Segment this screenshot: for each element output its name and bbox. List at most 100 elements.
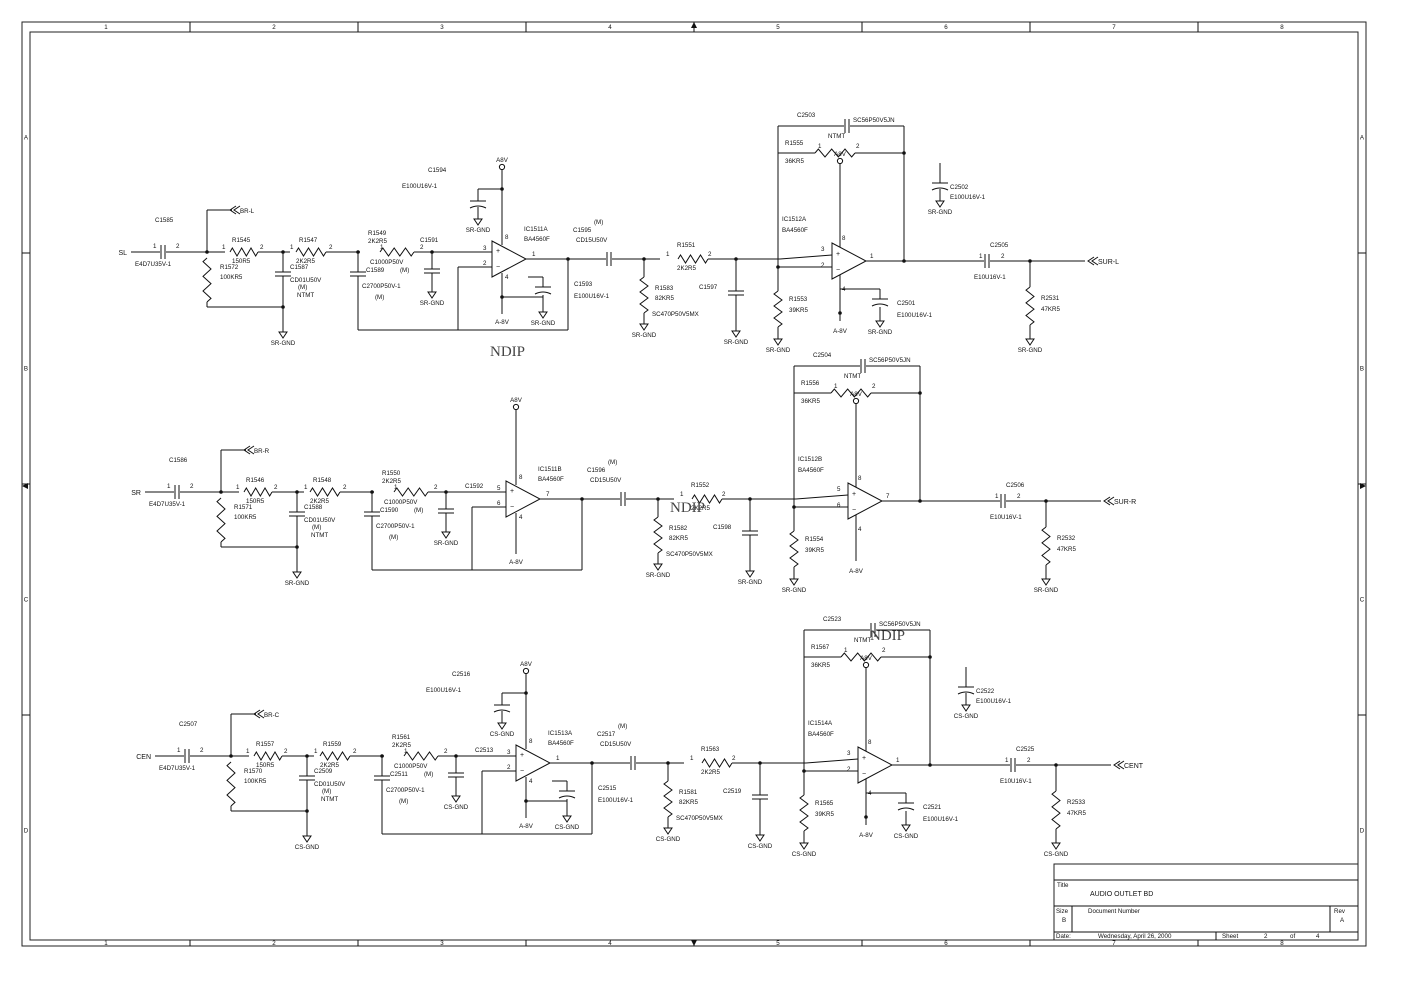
col-number: 4 <box>608 24 612 31</box>
power-net-label: A-8V <box>495 319 510 326</box>
ground-icon <box>799 842 809 850</box>
part-value: 39KR5 <box>789 307 808 314</box>
pin-sign: − <box>510 504 514 511</box>
rev-value: A <box>1340 917 1345 924</box>
power-net-label: A-8V <box>833 328 848 335</box>
wires <box>131 125 1111 843</box>
input-port-icon <box>1091 256 1099 266</box>
input-net-label: SR <box>131 490 141 497</box>
part-value: 39KR5 <box>815 811 834 818</box>
pin-number: 2 <box>420 244 424 251</box>
ref-designator: C2505 <box>990 242 1009 249</box>
ref-designator: R2532 <box>1057 535 1076 542</box>
part-value: 47KR5 <box>1057 546 1076 553</box>
pin-number: 1 <box>896 757 900 764</box>
input-port-icon <box>233 205 241 215</box>
pin-number: 6 <box>837 502 841 509</box>
ref-designator: C2523 <box>823 616 842 623</box>
ground-net-label: SR-GND <box>420 300 445 307</box>
pin-number: 4 <box>858 526 862 533</box>
ref-designator: R1572 <box>220 264 239 271</box>
pin-number: 1 <box>666 251 670 258</box>
ref-designator: C2522 <box>976 688 995 695</box>
ground-icon <box>935 200 945 208</box>
part-note: (M) <box>618 723 627 730</box>
part-value: 36KR5 <box>811 662 830 669</box>
output-resistor <box>1025 286 1035 326</box>
feedback-resistor <box>840 652 882 662</box>
part-value: BA4560F <box>798 467 824 474</box>
junction-dot <box>590 761 594 765</box>
ref-designator: C2506 <box>1006 482 1025 489</box>
part-value: 2K2R5 <box>677 265 696 272</box>
series-resistor <box>319 751 351 761</box>
pin-number: 2 <box>343 484 347 491</box>
pin-number: 1 <box>870 253 874 260</box>
pin-number: 2 <box>434 484 438 491</box>
pin-number: 2 <box>329 244 333 251</box>
pin-number: 1 <box>380 244 384 251</box>
part-note: NTMT <box>828 133 845 140</box>
part-value: BA4560F <box>538 476 564 483</box>
part-value: 2K2R5 <box>382 478 401 485</box>
ref-designator: C2502 <box>950 184 969 191</box>
col-number: 2 <box>272 24 276 31</box>
pin-number: 1 <box>177 747 181 754</box>
power-supply-icon <box>512 403 520 411</box>
part-value: 47KR5 <box>1041 306 1060 313</box>
pin-sign: + <box>520 752 524 759</box>
ground-icon <box>901 824 911 832</box>
rev-label: Rev <box>1334 908 1346 915</box>
ground-net-label: SR-GND <box>928 209 953 216</box>
ground-icon <box>1051 842 1061 850</box>
gain-resistor <box>773 290 783 328</box>
pin-number: 1 <box>304 484 308 491</box>
pin-sign: + <box>496 248 500 255</box>
part-value: C2700P50V-1 <box>376 523 415 530</box>
series-resistor <box>229 247 259 257</box>
junction-dot <box>838 311 842 315</box>
part-value: 2K2R5 <box>368 238 387 245</box>
part-value: CD15U50V <box>590 477 622 484</box>
pin-number: 4 <box>519 514 523 521</box>
pin-number: 2 <box>847 766 851 773</box>
row-letter: B <box>24 366 28 373</box>
part-value: BA4560F <box>782 227 808 234</box>
input-port-icon <box>1107 496 1115 506</box>
ground-icon <box>653 563 663 571</box>
components <box>160 119 1125 850</box>
ground-net-label: SR-GND <box>646 572 671 579</box>
power-net-label: A-8V <box>509 559 524 566</box>
pin-number: 2 <box>200 747 204 754</box>
part-value: 100KR5 <box>234 514 257 521</box>
ref-designator: IC1511B <box>538 466 562 473</box>
ref-designator: C1595 <box>573 227 592 234</box>
ground-net-label: CS-GND <box>555 824 580 831</box>
pin-number: 2 <box>274 484 278 491</box>
col-number: 3 <box>440 940 444 947</box>
pin-sign: − <box>852 507 856 514</box>
pin-number: 1 <box>680 491 684 498</box>
pin-number: 8 <box>505 234 509 241</box>
series-resistor <box>393 487 429 497</box>
ground-net-label: CS-GND <box>444 804 469 811</box>
part-value: C2700P50V-1 <box>362 283 401 290</box>
size-label: Size <box>1056 908 1069 915</box>
pin-number: 1 <box>153 243 157 250</box>
pin-number: 2 <box>1001 253 1005 260</box>
date-label: Date: <box>1056 933 1071 940</box>
pin-number: 1 <box>995 493 999 500</box>
ref-designator: C1589 <box>366 267 385 274</box>
part-value: E100U16V-1 <box>598 797 634 804</box>
junction-dot <box>864 815 868 819</box>
ground-resistor <box>639 276 649 314</box>
part-note: (M) <box>375 294 384 301</box>
op-amp-stage-1 <box>515 744 552 782</box>
date-value: Wednesday, April 26, 2000 <box>1098 933 1172 940</box>
pin-number: 2 <box>176 243 180 250</box>
pin-number: 2 <box>507 764 511 771</box>
ref-designator: R1553 <box>789 296 808 303</box>
part-value: 47KR5 <box>1067 810 1086 817</box>
part-value: C2700P50V-1 <box>386 787 425 794</box>
input-port-icon <box>247 445 255 455</box>
